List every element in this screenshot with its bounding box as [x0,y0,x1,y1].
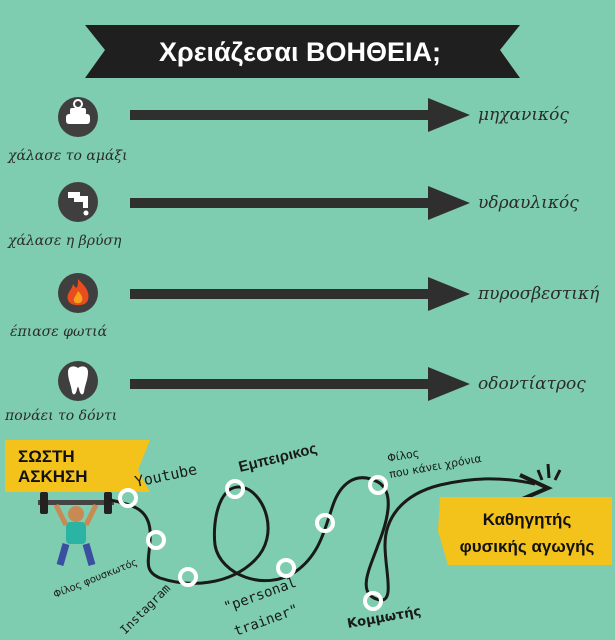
tooth-icon [58,361,98,401]
label-instagram: Instagram [117,581,173,637]
row-fire: έπιασε φωτιά πυροσβεστική [10,273,600,340]
start-label-line2: ΑΣΚΗΣΗ [18,467,88,486]
page-title: Χρειάζεσαι ΒΟΗΘΕΙΑ; [159,37,441,67]
banner-shape [85,25,520,78]
path-node [118,488,138,508]
start-label-line1: ΣΩΣΤΗ [18,447,75,466]
fire-icon [58,273,98,313]
end-arrow [519,463,562,502]
title-banner: Χρειάζεσαι ΒΟΗΘΕΙΑ; [85,25,520,78]
arrow-head [428,277,470,311]
path-node [225,479,245,499]
path-node [363,591,383,611]
row-car: χάλασε το αμάξι μηχανικός [7,97,569,164]
label-filos-old-line1: Φίλος [386,447,420,465]
label-empeirikos: Εμπειρικος [237,440,319,476]
start-label-highlight [5,440,150,492]
problem-label: χάλασε το αμάξι [7,148,128,164]
end-label-highlight [438,497,612,565]
solution-label: μηχανικός [478,105,569,125]
label-kommotis: Κομμωτής [346,604,422,632]
start-label: ΣΩΣΤΗ ΑΣΚΗΣΗ [5,440,150,492]
faucet-icon [58,182,98,222]
row-tooth: πονάει το δόντι οδοντίατρος [4,361,586,424]
solution-label: οδοντίατρος [478,374,586,394]
end-label-line1: Καθηγητής [483,510,572,529]
path-node [315,513,335,533]
path-node [178,567,198,587]
path-node [276,558,296,578]
problem-label: πονάει το δόντι [4,408,117,424]
car-repair-icon [58,97,98,137]
problem-label: έπιασε φωτιά [10,323,108,340]
path-node [368,475,388,495]
arrow-head [428,98,470,132]
end-label-line2: φυσικής αγωγής [460,537,595,556]
weightlifter-icon [38,492,114,566]
path-node [146,530,166,550]
label-filos-fouskotos: Φίλος φουσκωτός [52,556,139,601]
solution-label: υδραυλικός [478,193,579,213]
path-nodes [118,475,388,611]
row-faucet: χάλασε η βρύση υδραυλικός [7,182,579,249]
end-label: Καθηγητής φυσικής αγωγής [438,497,612,565]
arrow-head [428,367,470,401]
solution-label: πυροσβεστική [477,284,600,304]
arrow-head [428,186,470,220]
label-youtube: Youtube [133,460,199,491]
problem-label: χάλασε η βρύση [7,233,122,249]
